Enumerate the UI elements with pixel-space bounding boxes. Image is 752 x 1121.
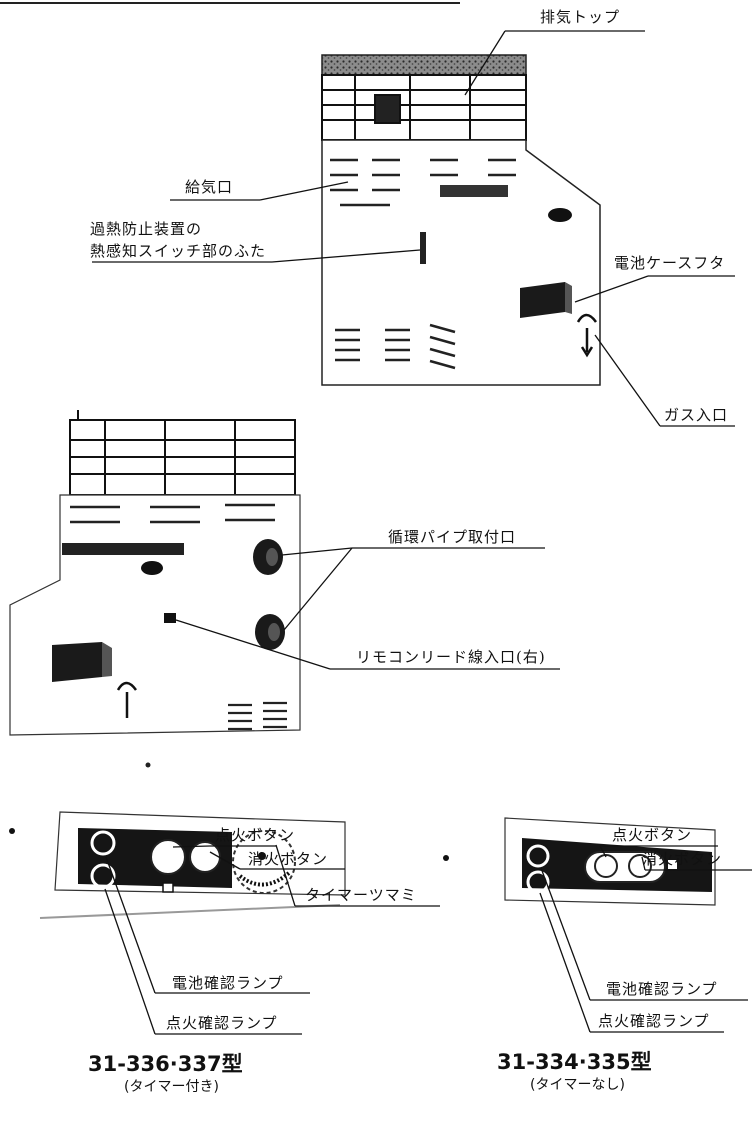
rear-battery-case	[52, 642, 112, 682]
name-plate	[440, 185, 508, 197]
label-battery-cover: 電池ケースフタ	[614, 254, 726, 272]
ignition-lamp-ring-top	[90, 830, 116, 856]
battery-case	[520, 282, 572, 318]
heater-rear-illustration	[9, 410, 301, 768]
overheat-cover	[420, 232, 426, 264]
rear-body	[9, 494, 301, 736]
label-exhaust-top: 排気トップ	[540, 8, 621, 26]
rear-hole	[141, 561, 163, 575]
model-number-timer: 31-336·337型	[88, 1052, 243, 1076]
label-overheat-cover-line1: 過熱防止装置の	[90, 220, 203, 238]
model-number-no-timer: 31-334·335型	[497, 1050, 652, 1074]
label-ignition-lamp-right: 点火確認ランプ	[598, 1012, 710, 1030]
rear-name-plate	[62, 543, 184, 555]
label-ignition-lamp: 点火確認ランプ	[166, 1014, 278, 1032]
rear-louvers	[70, 503, 275, 524]
control-panel-no-timer	[443, 817, 716, 906]
pipe-port-upper	[253, 539, 283, 575]
label-gas-inlet: ガス入口	[664, 406, 729, 424]
label-air-intake: 給気口	[185, 178, 234, 196]
rear-exhaust-grille	[69, 410, 296, 496]
exhaust-cap	[321, 54, 527, 76]
heater-body	[321, 139, 601, 386]
ignition-button	[150, 839, 186, 875]
leader-lines	[92, 30, 752, 1035]
exhaust-grille	[321, 74, 527, 141]
label-overheat-cover-line2: 熱感知スイッチ部のふた	[90, 242, 267, 260]
lower-louvers	[335, 323, 456, 370]
gas-inlet-fitting	[576, 313, 598, 358]
label-extinguish-button-right: 消火ボタン	[642, 850, 723, 868]
label-ignition-button-right: 点火ボタン	[612, 826, 693, 844]
heater-front-illustration	[321, 54, 601, 386]
label-timer-knob: タイマーツマミ	[305, 886, 417, 904]
label-battery-lamp: 電池確認ランプ	[172, 974, 284, 992]
remote-lead-port	[164, 613, 176, 623]
label-pipe-port: 循環パイプ取付口	[388, 528, 517, 546]
rear-lower-louvers	[228, 701, 287, 731]
model-note-timer: (タイマー付き)	[124, 1079, 219, 1095]
air-intake-louvers	[330, 158, 516, 207]
ignition-lamp-ring-bottom	[90, 863, 116, 889]
rear-gas-fitting	[116, 681, 138, 718]
label-ignition-button: 点火ボタン	[215, 826, 296, 844]
model-note-no-timer: (タイマーなし)	[530, 1077, 625, 1093]
label-battery-lamp-right: 電池確認ランプ	[606, 980, 718, 998]
label-remote-lead: リモコンリード線入口(右)	[356, 648, 546, 666]
pipe-port-lower	[255, 614, 285, 650]
label-extinguish-button: 消火ボタン	[248, 850, 329, 868]
inspection-hole	[548, 208, 572, 222]
